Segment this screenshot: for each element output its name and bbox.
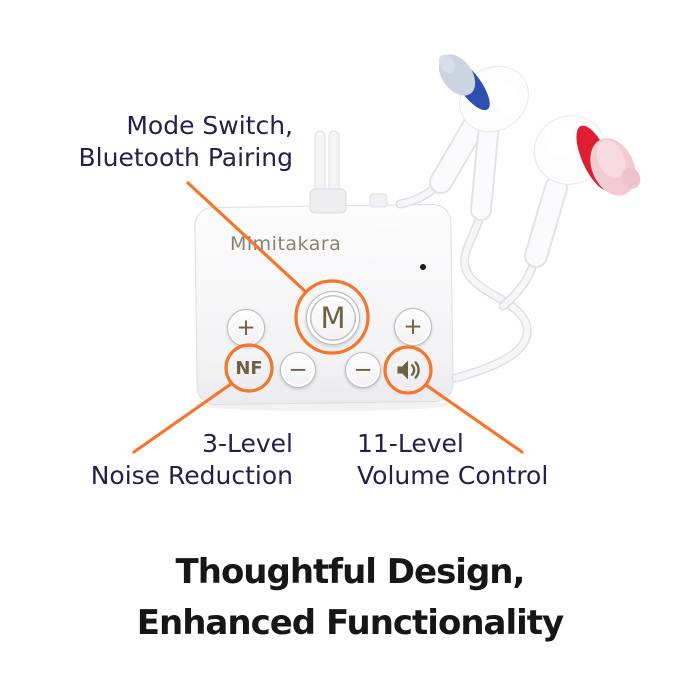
cord-strain-relief bbox=[309, 188, 347, 214]
brand-logo: Mimitakara bbox=[230, 233, 342, 255]
callout-noise-line1: 3-Level bbox=[202, 429, 293, 458]
tagline-line1: Thoughtful Design, bbox=[175, 552, 526, 592]
volume-up-left-button: + bbox=[227, 309, 265, 347]
callout-volume-control: 11-Level Volume Control bbox=[357, 428, 548, 492]
mode-button: M bbox=[306, 291, 360, 345]
volume-down-right-button: − bbox=[345, 352, 381, 388]
callout-volume-line2: Volume Control bbox=[357, 461, 549, 490]
neckloop-cord-right bbox=[328, 130, 340, 202]
tagline-heading: Thoughtful Design, Enhanced Functionalit… bbox=[0, 547, 700, 649]
noise-filter-label: NF bbox=[235, 358, 263, 379]
tagline-line2: Enhanced Functionality bbox=[136, 603, 564, 643]
earbud-wires bbox=[395, 181, 539, 383]
neckloop-cord-left bbox=[314, 130, 326, 202]
microphone-hole bbox=[420, 264, 426, 270]
callout-mode-switch: Mode Switch, Bluetooth Pairing bbox=[79, 110, 293, 174]
earbud-red-ring bbox=[576, 125, 614, 191]
earbud-stems bbox=[429, 110, 568, 268]
speaker-icon bbox=[397, 360, 420, 380]
earbud-red bbox=[533, 115, 641, 196]
callout-volume-line1: 11-Level bbox=[357, 429, 464, 458]
volume-down-left-button: − bbox=[280, 352, 316, 388]
top-tab bbox=[369, 193, 388, 208]
callout-noise-reduction: 3-Level Noise Reduction bbox=[91, 428, 293, 492]
earbud-blue-ring bbox=[450, 59, 490, 111]
callout-mode-line2: Bluetooth Pairing bbox=[78, 143, 293, 172]
device-shadow bbox=[194, 399, 450, 411]
callout-mode-line1: Mode Switch, bbox=[126, 111, 293, 140]
earbud-blue-tip bbox=[438, 54, 476, 96]
callout-noise-line2: Noise Reduction bbox=[90, 461, 293, 490]
earbud-red-tip bbox=[590, 138, 636, 196]
volume-up-right-button: + bbox=[394, 308, 432, 346]
earbud-blue bbox=[438, 54, 529, 133]
